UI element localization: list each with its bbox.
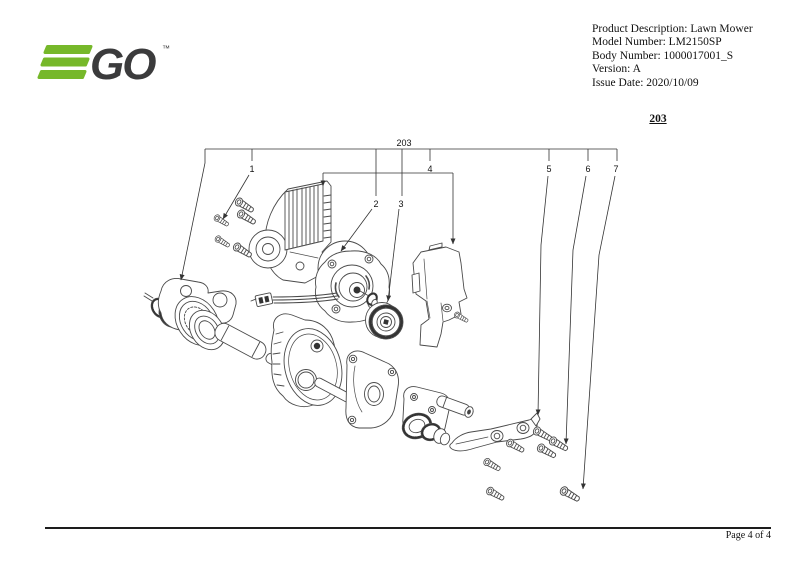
callout-label-7: 7: [613, 164, 618, 174]
callout-label-5: 5: [546, 164, 551, 174]
wheel-gearbox: [345, 350, 474, 446]
axle-assembly: [143, 278, 352, 407]
callout-bracket: [205, 148, 618, 196]
pinion-gear: [365, 302, 404, 340]
callout-leader-lines: [179, 149, 616, 490]
ego-logo-trademark: ™: [162, 44, 170, 53]
model-number-line: Model Number: LM2150SP: [592, 36, 722, 49]
gearbox-cover: [411, 242, 468, 348]
motor-wire-harness: [250, 292, 339, 307]
issue-date-line: Issue Date: 2020/10/09: [592, 76, 699, 89]
version-line: Version: A: [592, 63, 641, 76]
callout-label-4: 4: [427, 164, 432, 174]
callout-label-203: 203: [396, 138, 411, 148]
document-info-block: Product Description: Lawn Mower Model Nu…: [592, 23, 792, 90]
ego-logo-e-bars-icon: [37, 45, 93, 79]
drive-motor: [250, 240, 390, 323]
motor-housing: [248, 180, 332, 284]
callout-label-6: 6: [585, 164, 590, 174]
ego-logo: GO ™: [30, 38, 180, 89]
section-label: 203: [649, 113, 667, 125]
callout-labels: 203 1 2 3 4 5 6 7: [249, 138, 618, 209]
page-number: Page 4 of 4: [725, 530, 771, 541]
footer-divider: [45, 527, 771, 529]
mounting-bracket-arm: [449, 412, 541, 452]
callout-label-2: 2: [373, 199, 378, 209]
ego-logo-svg: GO ™: [37, 40, 170, 89]
ego-logo-go-text: GO: [90, 40, 156, 84]
body-number-line: Body Number: 1000017001_S: [592, 49, 734, 62]
product-description-line: Product Description: Lawn Mower: [592, 23, 753, 35]
callout-label-3: 3: [398, 199, 403, 209]
callout-label-1: 1: [249, 164, 254, 174]
